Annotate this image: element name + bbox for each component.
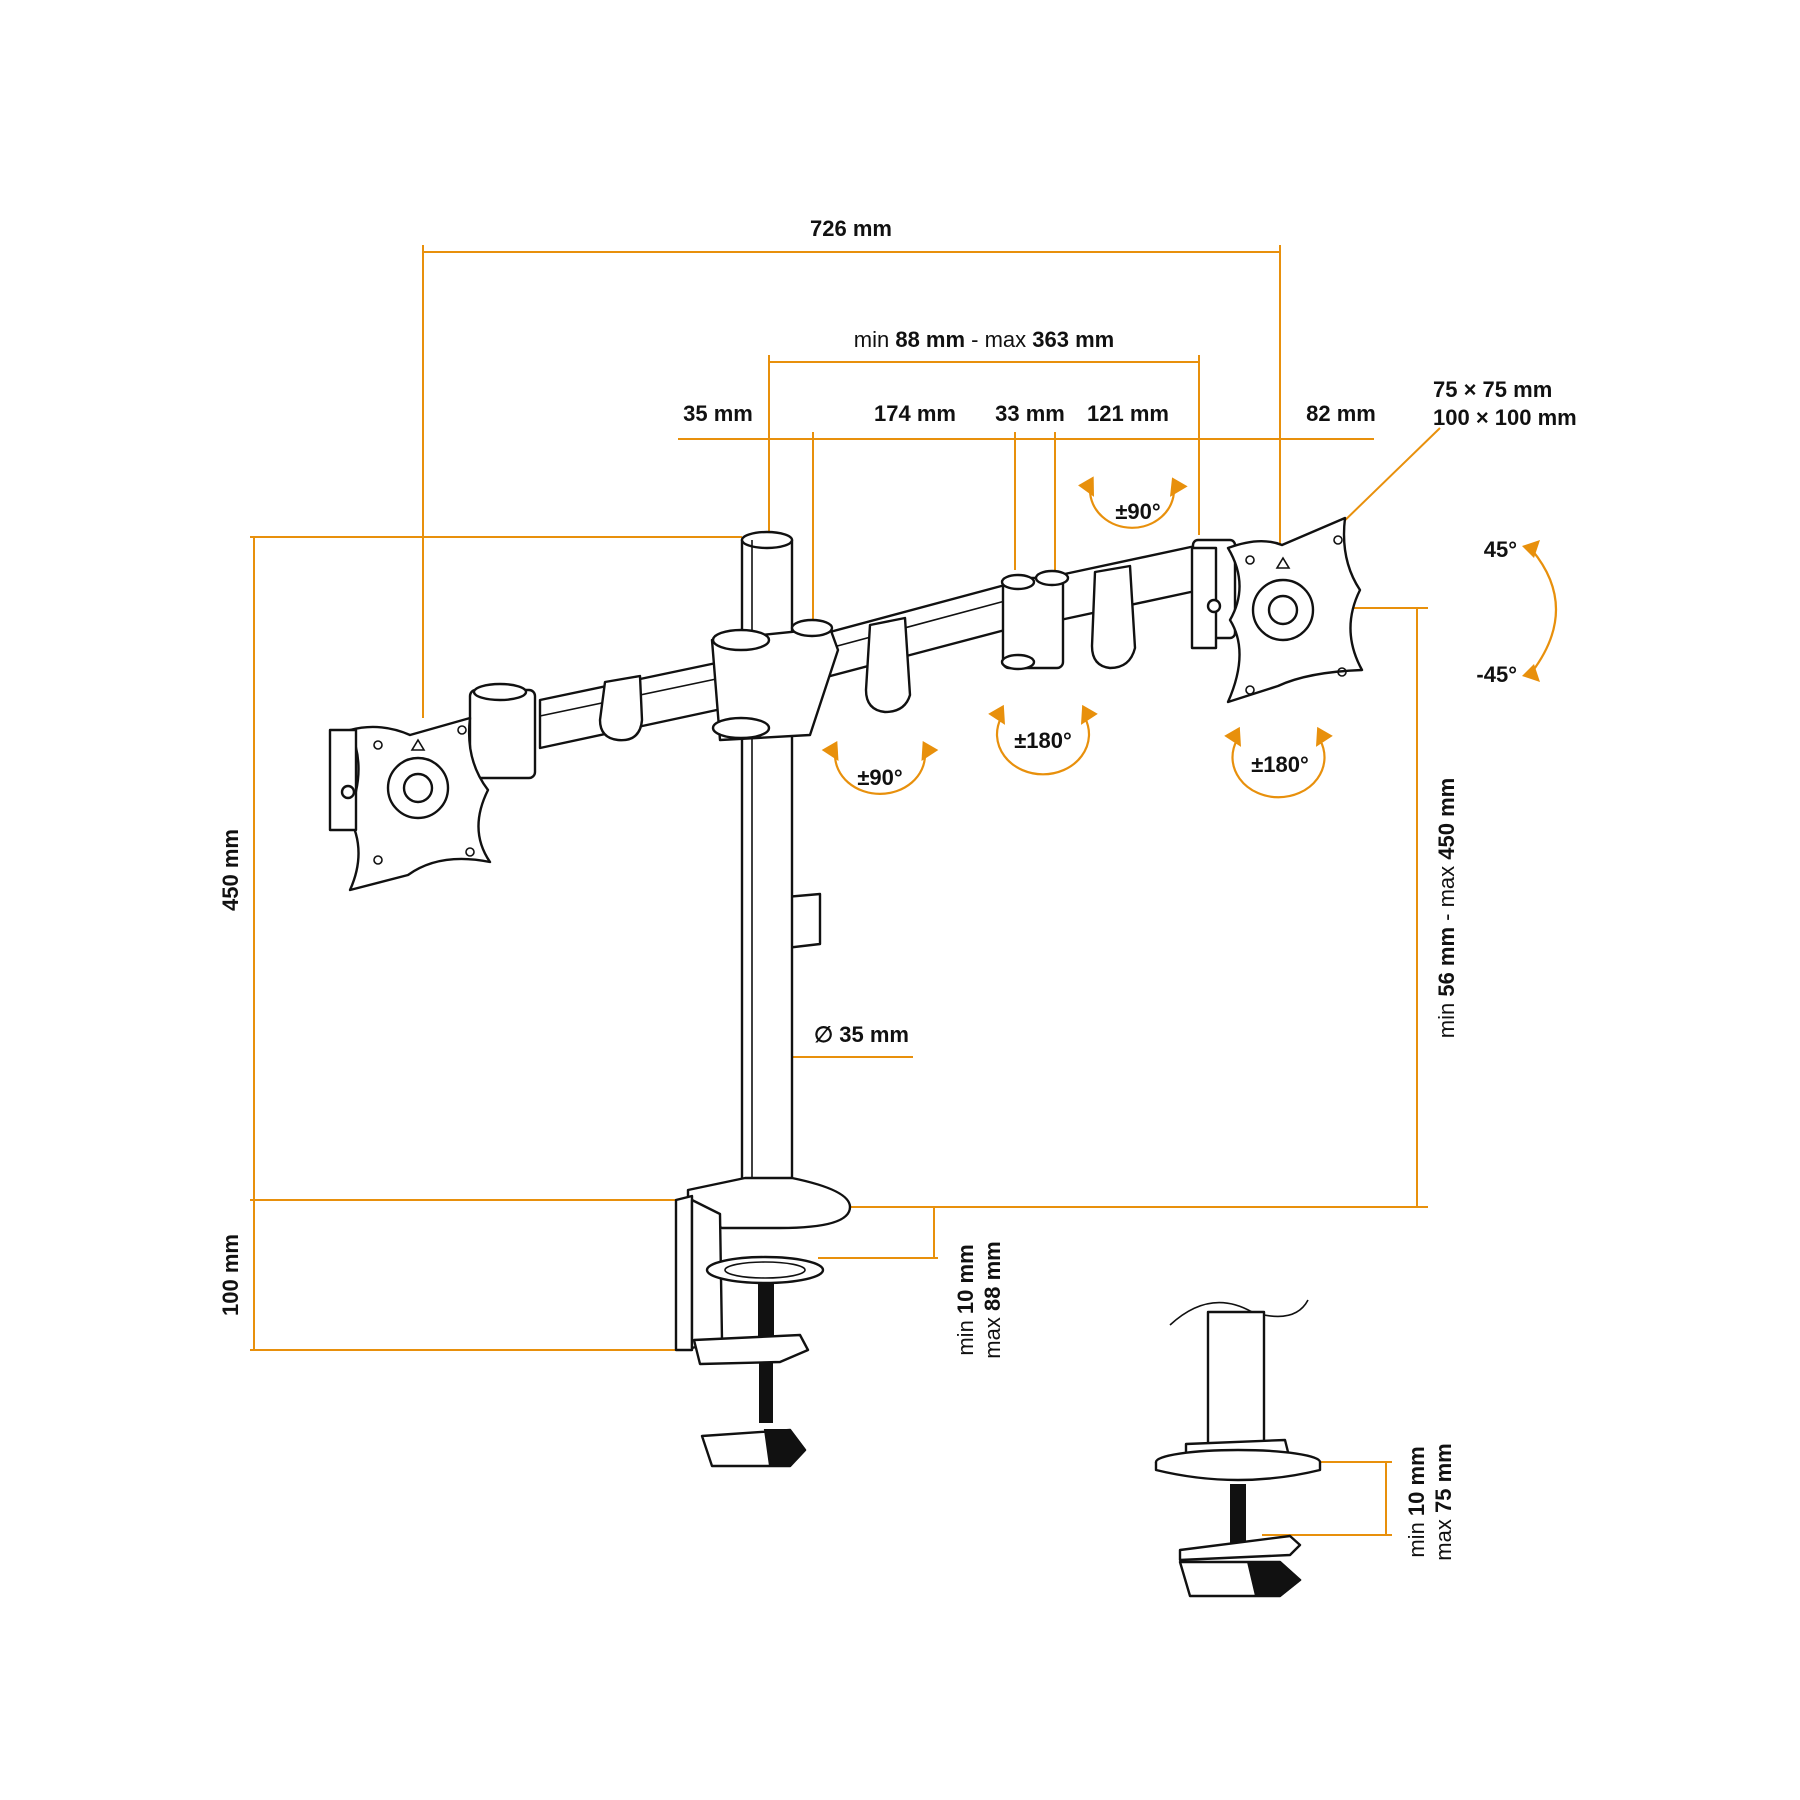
right-vesa-up-arrow xyxy=(1275,556,1291,569)
tilt-arc xyxy=(1531,549,1557,673)
right-vesa-hole-4 xyxy=(1337,667,1347,677)
middle-joint-cap-2 xyxy=(1034,569,1070,587)
rot-left-arrowhead-right xyxy=(921,740,939,762)
left-vesa-up-arrow xyxy=(410,738,426,751)
clamp-spine xyxy=(674,1194,694,1352)
label-height-total: 450 mm xyxy=(218,829,243,911)
hub-cap-right xyxy=(790,618,834,638)
label-grommet-max: max 75 mm xyxy=(1431,1443,1456,1560)
hub-cap-bottom xyxy=(711,716,771,740)
base-plate xyxy=(686,1176,852,1230)
grommet-base-edge xyxy=(1154,1462,1322,1482)
clamp-lower-bracket xyxy=(692,1333,810,1366)
rot-right-arrowhead-left xyxy=(1224,726,1241,747)
label-d35: 35 mm xyxy=(683,401,753,426)
label-rot-left: ±90° xyxy=(857,765,902,790)
clamp-knob-shade xyxy=(763,1429,807,1467)
right-vesa-hole-3 xyxy=(1245,685,1255,695)
right-tilt-bracket xyxy=(1190,546,1218,650)
label-tilt-down: -45° xyxy=(1476,662,1517,687)
rot-right-arc xyxy=(1231,739,1326,799)
right-tilt-knob xyxy=(1206,598,1222,614)
rot-top-arc xyxy=(1088,489,1176,529)
rot-left-arc xyxy=(833,754,927,795)
label-tilt-up: 45° xyxy=(1484,537,1517,562)
left-vesa-hole-3 xyxy=(373,855,383,865)
right-vesa-hole-1 xyxy=(1245,555,1255,565)
label-vesa-1: 75 × 75 mm xyxy=(1433,377,1552,402)
label-rot-top: ±90° xyxy=(1115,499,1160,524)
left-vesa-hub-inner xyxy=(402,772,434,804)
label-arm-range: min 88 mm - max 363 mm xyxy=(854,327,1114,352)
rot-top-arrowhead-left xyxy=(1078,476,1094,497)
tilt-arrowhead-up xyxy=(1522,540,1540,558)
dimension-labels: 726 mm min 88 mm - max 363 mm 35 mm 174 … xyxy=(218,216,1577,1561)
cable-clip-right-arm-1 xyxy=(864,616,912,714)
label-height-clamp: 100 mm xyxy=(218,1234,243,1316)
left-tilt-bracket xyxy=(328,728,358,832)
cable-clip-left-arm-1 xyxy=(598,674,644,742)
mount-drawing xyxy=(328,516,1364,1598)
rot-mid-arrowhead-left xyxy=(988,704,1005,725)
middle-joint-cap-1 xyxy=(1000,573,1036,591)
label-rot-mid: ±180° xyxy=(1014,728,1072,753)
right-vesa-hole-2 xyxy=(1333,535,1343,545)
left-vesa-hole-2 xyxy=(457,725,467,735)
rot-mid-arrowhead-right xyxy=(1081,704,1098,725)
left-vesa-hole-4 xyxy=(465,847,475,857)
label-d174: 174 mm xyxy=(874,401,956,426)
grommet-screw xyxy=(1230,1484,1246,1548)
grommet-pole xyxy=(1206,1310,1266,1452)
rotation-indicators xyxy=(821,476,1557,799)
label-d33: 33 mm xyxy=(995,401,1065,426)
hub-cap-left xyxy=(711,628,771,652)
clamp-top-pad-inner xyxy=(724,1261,806,1279)
middle-joint-cap-3 xyxy=(1000,653,1036,671)
left-vesa-hole-1 xyxy=(373,740,383,750)
label-vesa-2: 100 × 100 mm xyxy=(1433,405,1577,430)
dim-vesa-leader xyxy=(1336,427,1441,529)
grommet-plate xyxy=(1178,1534,1302,1562)
label-total-width: 726 mm xyxy=(810,216,892,241)
rot-top-arrowhead-right xyxy=(1170,477,1188,497)
label-rot-right: ±180° xyxy=(1251,752,1309,777)
right-vesa-hub-inner xyxy=(1267,594,1299,626)
label-clamp-max: max 88 mm xyxy=(980,1241,1005,1358)
label-grommet-min: min 10 mm xyxy=(1404,1446,1429,1557)
rot-mid-arc xyxy=(995,717,1091,776)
tilt-arrowhead-down xyxy=(1522,664,1540,682)
rot-right-arrowhead-right xyxy=(1316,726,1333,747)
pole-top xyxy=(740,530,794,550)
left-joint xyxy=(468,688,537,780)
left-tilt-knob xyxy=(340,784,356,800)
cable-clip-right-arm-2 xyxy=(1090,564,1137,670)
left-joint-cap xyxy=(472,682,528,702)
grommet-knob-shade xyxy=(1246,1561,1302,1597)
clamp-screw-lower xyxy=(759,1363,773,1423)
label-clamp-min: min 10 mm xyxy=(953,1244,978,1355)
rot-left-arrowhead-left xyxy=(821,740,839,762)
label-pole-diameter: ∅ 35 mm xyxy=(814,1022,909,1047)
label-d121: 121 mm xyxy=(1087,401,1169,426)
label-vertical-range: min 56 mm - max 450 mm xyxy=(1434,778,1459,1038)
label-d82: 82 mm xyxy=(1306,401,1376,426)
